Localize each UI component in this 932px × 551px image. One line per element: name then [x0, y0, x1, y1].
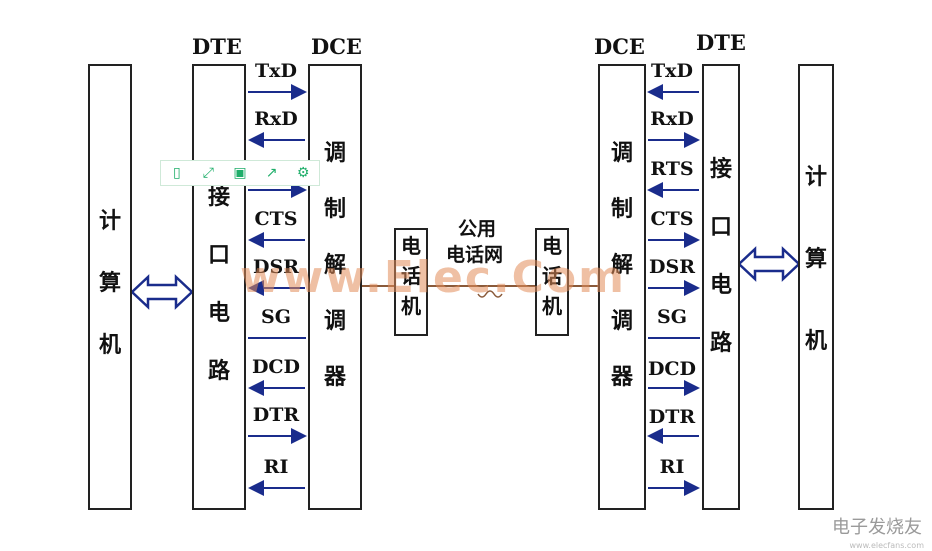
left-signal-ri: RI	[263, 456, 289, 478]
right-bidirectional-arrow	[737, 246, 801, 282]
right-computer-char-2: 算	[804, 246, 827, 272]
right-modem-char-4: 调	[610, 308, 633, 334]
brand-url: www.elecfans.com	[849, 541, 925, 550]
left-modem-char-3: 解	[323, 252, 346, 278]
left-interface-char-3: 电	[207, 300, 230, 326]
right-modem-box	[598, 64, 646, 510]
image-toolbar: ▯ ⤢ ▣ ↗ ⚙	[160, 160, 320, 186]
right-modem-label: 调 制 解 调 器	[609, 142, 635, 388]
left-bidirectional-arrow	[130, 274, 194, 310]
left-signal-dtr: DTR	[252, 404, 300, 426]
right-computer-char-1: 计	[804, 164, 827, 190]
right-signal-rxd: RxD	[650, 108, 694, 130]
right-phone-box	[535, 228, 569, 336]
left-modem-char-1: 调	[323, 140, 346, 166]
right-signal-ri: RI	[659, 456, 685, 478]
right-interface-char-4: 路	[709, 330, 732, 356]
right-interface-char-1: 接	[709, 156, 732, 182]
right-signal-dsr: DSR	[649, 256, 695, 278]
right-modem-char-2: 制	[610, 196, 633, 222]
right-phone-label: 电 话 机	[540, 236, 564, 316]
right-modem-char-5: 器	[610, 364, 633, 390]
left-dte-label: DTE	[192, 34, 242, 59]
left-interface-char-2: 口	[207, 242, 230, 268]
share-icon[interactable]: ↗	[265, 165, 278, 181]
left-computer-box	[88, 64, 132, 510]
right-interface-char-2: 口	[709, 214, 732, 240]
right-modem-char-3: 解	[610, 252, 633, 278]
left-interface-char-4: 路	[207, 358, 230, 384]
network-label-line-2: 电话网	[446, 244, 504, 266]
right-phone-char-3: 机	[542, 294, 562, 318]
left-computer-label: 计 算 机	[97, 210, 123, 356]
right-computer-label: 计 算 机	[803, 166, 829, 352]
left-computer-char-2: 算	[98, 270, 121, 296]
left-signal-sg: SG	[261, 306, 291, 328]
brand-logo: 电子发烧友	[832, 517, 922, 538]
phone-icon[interactable]: ▯	[172, 165, 181, 181]
left-phone-char-2: 话	[401, 264, 421, 288]
right-signal-cts: CTS	[650, 208, 694, 230]
left-modem-char-4: 调	[323, 308, 346, 334]
right-interface-box	[702, 64, 740, 510]
right-signal-txd: TxD	[651, 60, 693, 82]
left-computer-char-1: 计	[98, 208, 121, 234]
left-interface-char-1: 接	[207, 184, 230, 210]
save-icon[interactable]: ▣	[233, 165, 247, 181]
right-signal-dtr: DTR	[648, 406, 696, 428]
left-signal-txd: TxD	[255, 60, 297, 82]
settings-icon[interactable]: ⚙	[296, 165, 310, 181]
right-computer-box	[798, 64, 834, 510]
right-interface-char-3: 电	[709, 272, 732, 298]
right-dce-label: DCE	[594, 34, 645, 59]
right-signal-dcd: DCD	[647, 358, 697, 380]
right-phone-char-2: 话	[542, 264, 562, 288]
left-dce-label: DCE	[311, 34, 362, 59]
left-signal-rxd: RxD	[254, 108, 298, 130]
left-interface-label: 接 口 电 路	[206, 186, 232, 382]
right-interface-label: 接 口 电 路	[708, 158, 734, 354]
left-signal-dcd: DCD	[251, 356, 301, 378]
right-signal-sg: SG	[657, 306, 687, 328]
left-modem-box	[308, 64, 362, 510]
left-signal-cts: CTS	[254, 208, 298, 230]
left-phone-char-3: 机	[401, 294, 421, 318]
left-modem-char-5: 器	[323, 364, 346, 390]
left-phone-box	[394, 228, 428, 336]
left-signal-dsr: DSR	[253, 256, 299, 278]
watermark: www.Elec.Com	[240, 252, 626, 303]
left-interface-box	[192, 64, 246, 510]
left-phone-char-1: 电	[401, 234, 421, 258]
right-computer-char-3: 机	[804, 328, 827, 354]
right-phone-char-1: 电	[542, 234, 562, 258]
left-modem-char-2: 制	[323, 196, 346, 222]
expand-icon[interactable]: ⤢	[202, 165, 214, 181]
right-dte-label: DTE	[696, 30, 746, 55]
network-label-line-1: 公用	[458, 218, 497, 240]
left-computer-char-3: 机	[98, 332, 121, 358]
right-signal-rts: RTS	[650, 158, 694, 180]
left-phone-label: 电 话 机	[399, 236, 423, 316]
right-modem-char-1: 调	[610, 140, 633, 166]
network-squiggle	[477, 290, 503, 298]
left-modem-label: 调 制 解 调 器	[322, 142, 348, 388]
